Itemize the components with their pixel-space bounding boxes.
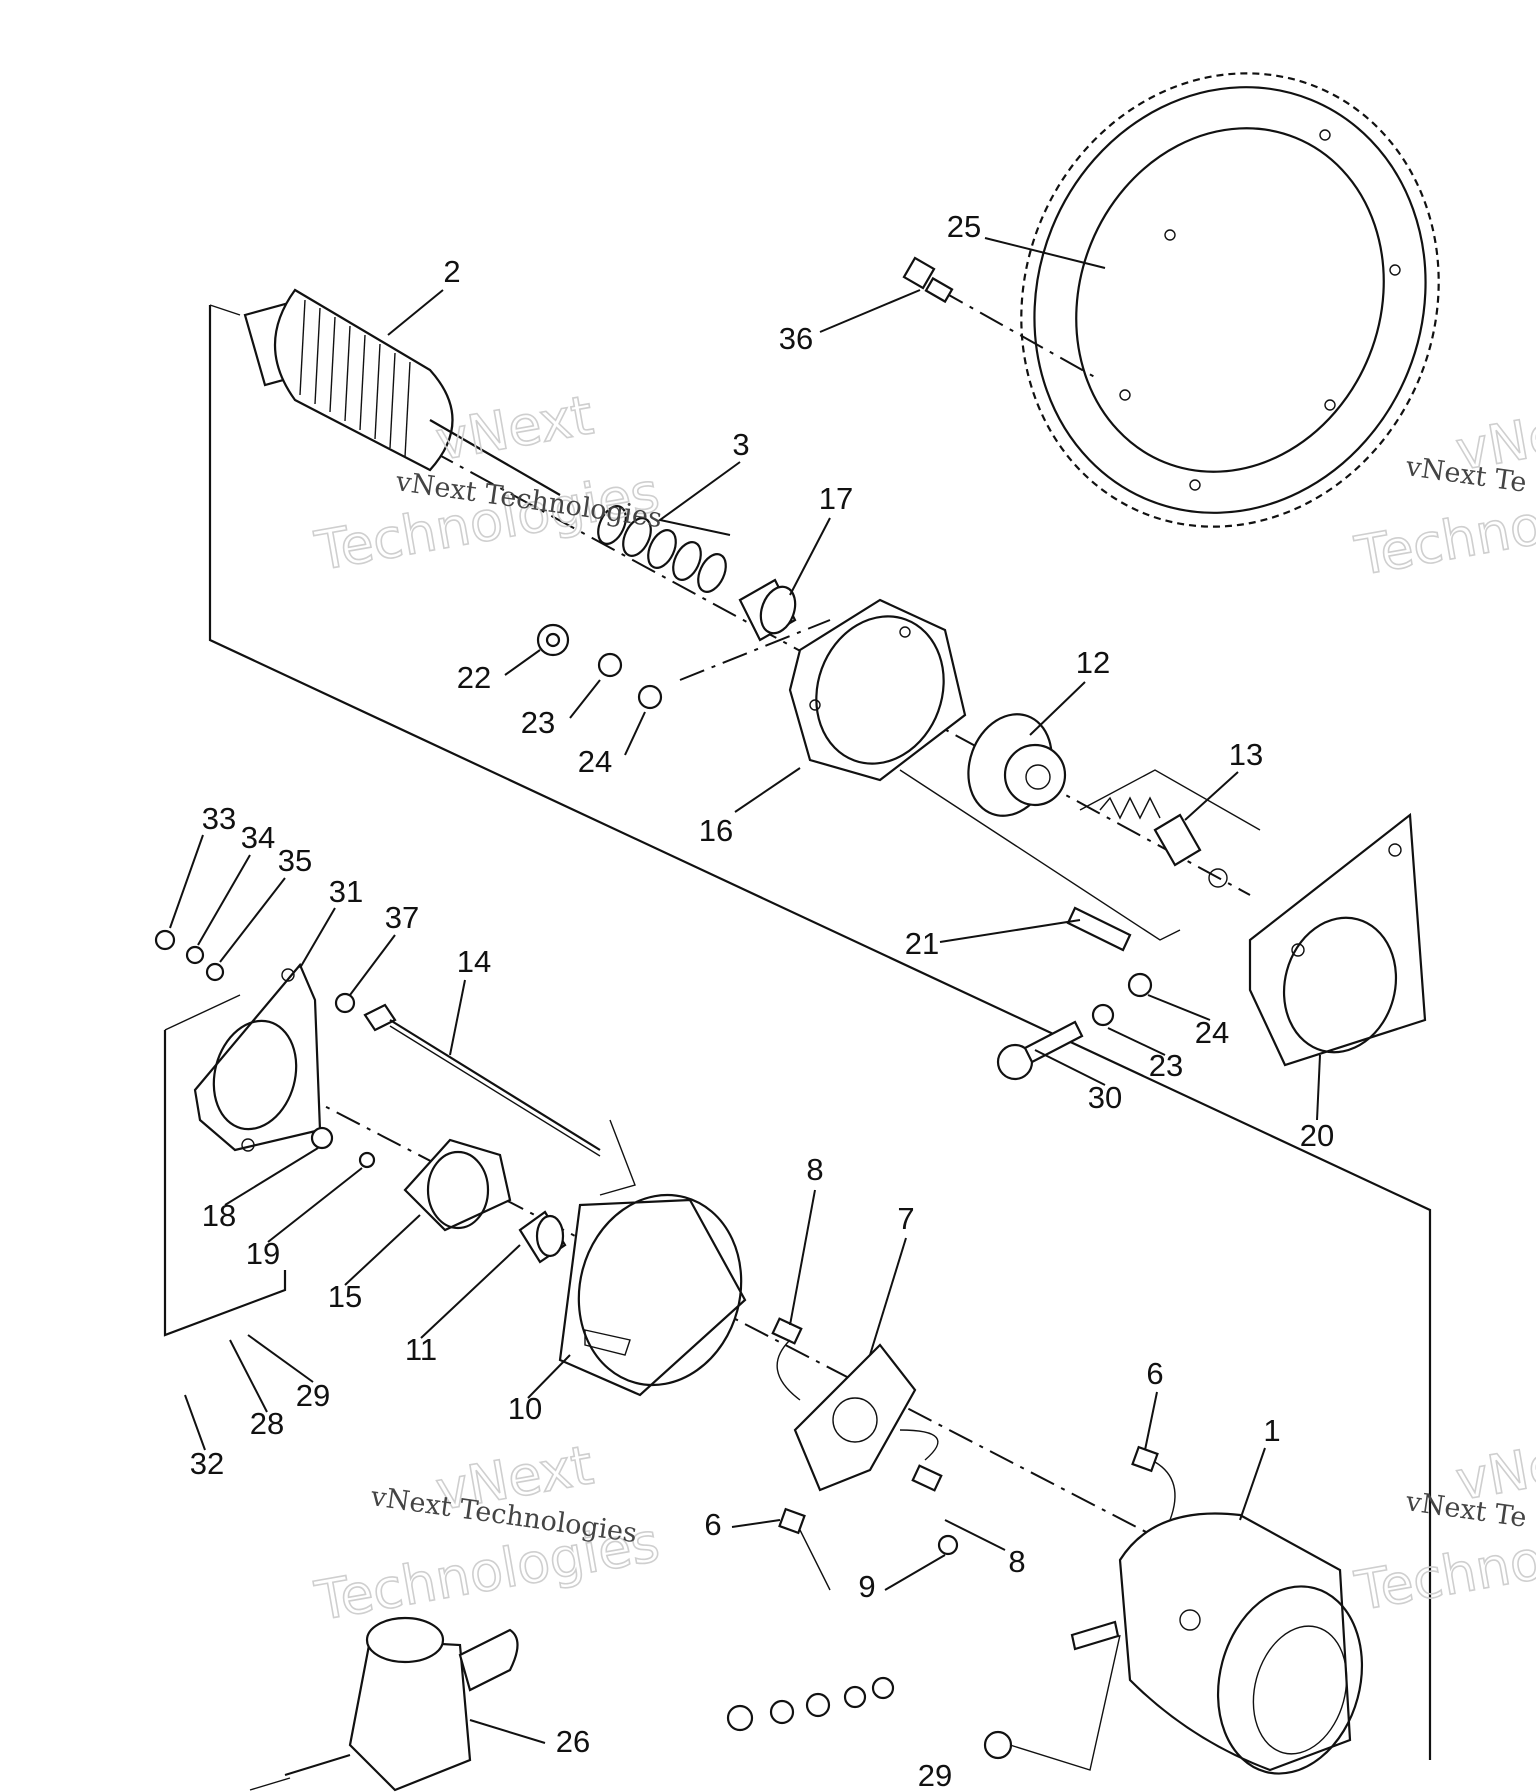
callout-numbers: 2253631722232412161333343531371421242330… bbox=[190, 209, 1334, 1792]
callout-c2: 2 bbox=[443, 254, 460, 289]
callout-c12: 12 bbox=[1076, 645, 1110, 680]
ring-gear bbox=[1020, 72, 1440, 528]
field-frame bbox=[558, 1193, 747, 1397]
watermark-technologies: Techno bbox=[1350, 1528, 1536, 1623]
callout-c19: 19 bbox=[246, 1236, 280, 1271]
callout-c20: 20 bbox=[1300, 1118, 1334, 1153]
callout-c7: 7 bbox=[897, 1201, 914, 1236]
callout-c6a: 6 bbox=[1146, 1356, 1163, 1391]
screw-18 bbox=[310, 1126, 376, 1169]
callout-c8b: 8 bbox=[1008, 1544, 1025, 1579]
callout-c29b: 29 bbox=[918, 1758, 952, 1792]
spring-collar bbox=[1079, 769, 1261, 888]
callout-c11: 11 bbox=[405, 1332, 437, 1367]
drive-pinion bbox=[967, 713, 1067, 817]
watermark-technologies: Techno bbox=[1350, 493, 1536, 588]
through-bolt bbox=[334, 992, 601, 1157]
callout-c23a: 23 bbox=[521, 705, 555, 740]
brushes bbox=[778, 1445, 1176, 1591]
bushing-11 bbox=[518, 1210, 567, 1264]
callout-c26: 26 bbox=[556, 1724, 590, 1759]
callout-c13: 13 bbox=[1229, 737, 1263, 772]
callout-c14: 14 bbox=[457, 944, 491, 979]
callout-c32: 32 bbox=[190, 1446, 224, 1481]
bolt-30 bbox=[996, 972, 1153, 1081]
rear-bracket bbox=[193, 962, 322, 1152]
armature bbox=[243, 288, 561, 496]
callout-c34: 34 bbox=[241, 820, 275, 855]
watermark-lower: vNext Technologies vNext Technologies bbox=[310, 1433, 665, 1634]
callout-c10: 10 bbox=[508, 1391, 542, 1426]
callout-c3: 3 bbox=[732, 427, 749, 462]
callout-c31: 31 bbox=[329, 874, 363, 909]
callout-c23b: 23 bbox=[1149, 1048, 1183, 1083]
fasteners-33-35 bbox=[154, 929, 225, 982]
mounting-bracket bbox=[1248, 812, 1427, 1067]
callout-c28: 28 bbox=[250, 1406, 284, 1441]
bolt-36 bbox=[902, 256, 954, 304]
callout-c24b: 24 bbox=[1195, 1015, 1229, 1050]
callout-c1: 1 bbox=[1263, 1413, 1280, 1448]
brush-holder bbox=[771, 1317, 943, 1492]
callout-c33: 33 bbox=[202, 801, 236, 836]
bushing-17 bbox=[738, 578, 797, 642]
shims bbox=[597, 505, 727, 593]
callout-c35: 35 bbox=[278, 843, 312, 878]
nut-washers-top bbox=[536, 623, 663, 710]
callout-c8a: 8 bbox=[806, 1152, 823, 1187]
callout-c36: 36 bbox=[779, 321, 813, 356]
callout-c16: 16 bbox=[699, 813, 733, 848]
callout-c18: 18 bbox=[202, 1198, 236, 1233]
callout-c9: 9 bbox=[858, 1569, 875, 1604]
callout-c17: 17 bbox=[819, 481, 853, 516]
callout-c21: 21 bbox=[905, 926, 939, 961]
watermark-vnext: vNext bbox=[431, 383, 597, 472]
lower-washers bbox=[726, 1634, 1121, 1771]
stud-21 bbox=[1066, 906, 1132, 952]
callout-c29a: 29 bbox=[296, 1378, 330, 1413]
watermark-right-lower: vNe Techno vNext Te bbox=[1350, 1432, 1536, 1624]
callout-c30: 30 bbox=[1088, 1080, 1122, 1115]
callout-c15: 15 bbox=[328, 1279, 362, 1314]
watermark-right-upper: vNe Techno vNext Te bbox=[1350, 402, 1536, 589]
callout-c25: 25 bbox=[947, 209, 981, 244]
solenoid bbox=[249, 1616, 519, 1792]
callout-c24a: 24 bbox=[578, 744, 612, 779]
leader-lines bbox=[169, 237, 1321, 1744]
callout-c22: 22 bbox=[457, 660, 491, 695]
motor-housing bbox=[1070, 1512, 1364, 1775]
front-housing bbox=[788, 598, 967, 782]
assembly-outline bbox=[163, 304, 1432, 1760]
callout-c6b: 6 bbox=[704, 1507, 721, 1542]
callout-c37: 37 bbox=[385, 900, 419, 935]
rear-cover bbox=[403, 1138, 512, 1232]
